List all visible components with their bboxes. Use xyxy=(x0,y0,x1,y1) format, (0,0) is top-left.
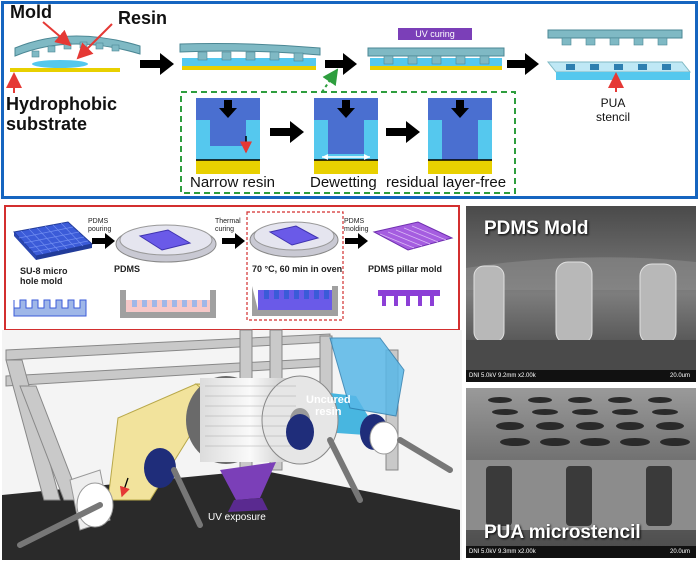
dewetting-detail xyxy=(314,98,378,174)
sem-title-pdms-mold: PDMS Mold xyxy=(484,218,589,239)
step-thermal-curing-condition: 70 °C, 60 min in oven xyxy=(252,264,343,274)
sem-info-pdms-mold: DNI 5.0kV 9.2mm x2.00k xyxy=(469,373,536,379)
arrow-icon xyxy=(507,53,539,75)
arrow-label-thermal-curing: Thermal curing xyxy=(215,218,241,233)
resin-label: Resin xyxy=(118,8,168,28)
thermal-curing-dish xyxy=(249,221,339,316)
narrow-resin-detail xyxy=(196,98,260,174)
tilted-mold-illustration xyxy=(6,21,141,93)
process-arrows xyxy=(140,53,539,75)
mold-label: Mold xyxy=(10,2,52,22)
step-pdms-pillar-mold: PDMS pillar mold xyxy=(368,264,443,274)
arrow-icon xyxy=(140,53,174,75)
pua-stencil-illustration xyxy=(546,29,692,92)
pdms-pillar-mold xyxy=(372,221,454,306)
roll-to-roll-machine xyxy=(2,329,462,560)
su8-hole-mold xyxy=(13,221,94,317)
dewetting-detail-box xyxy=(180,91,516,194)
step-su8-hole-mold: SU-8 micro hole mold xyxy=(20,266,68,286)
uv-curing-illustration xyxy=(367,28,505,70)
sem-scale-pua-microstencil: 20.0um xyxy=(670,549,691,555)
sem-pdms-mold-image xyxy=(466,206,696,382)
hydrophobic-substrate-label: Hydrophobic substrate xyxy=(6,94,117,134)
uv-exposure-label: UV exposure xyxy=(208,512,266,523)
top-panel xyxy=(1,1,698,199)
uv-curing-label: UV curing xyxy=(415,29,455,39)
sem-title-pua-microstencil: PUA microstencil xyxy=(484,522,641,543)
flat-mold-illustration xyxy=(179,43,321,70)
step-residual-layer-free: residual layer-free xyxy=(386,174,507,191)
step-narrow-resin: Narrow resin xyxy=(190,174,276,191)
pdms-petri-dish xyxy=(115,224,217,318)
step-pdms: PDMS xyxy=(114,264,141,274)
uncured-resin-label: Uncured resin xyxy=(306,394,351,418)
step-dewetting: Dewetting xyxy=(310,174,377,191)
arrow-label-pdms-molding: PDMS molding xyxy=(344,218,369,233)
arrow-label-pdms-pouring: PDMS pouring xyxy=(88,218,112,233)
pua-stencil-label: PUA stencil xyxy=(596,96,631,124)
sem-scale-pdms-mold: 20.0um xyxy=(670,373,691,379)
residual-layer-free-detail xyxy=(428,98,492,174)
arrow-icon xyxy=(325,53,357,75)
sem-info-pua-microstencil: DNI 5.0kV 9.3mm x2.00k xyxy=(469,549,536,555)
sem-pua-microstencil-image xyxy=(466,388,696,558)
